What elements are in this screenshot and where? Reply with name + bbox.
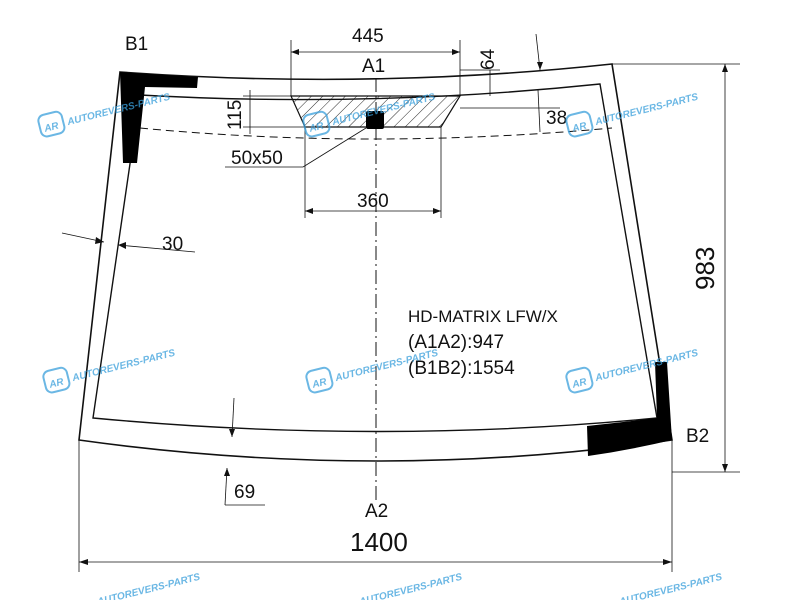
dim-983-label: 983 — [690, 247, 720, 290]
model-a1a2: (A1A2):947 — [408, 332, 504, 353]
black-frit-b1 — [120, 72, 198, 163]
watermark-text: AUTOREVERS-PARTS — [95, 572, 201, 600]
dim-69-label: 69 — [234, 482, 255, 503]
dim-115-label: 115 — [225, 100, 246, 130]
watermark-1: AR AUTOREVERS-PARTS — [37, 92, 172, 138]
dim-1400-label: 1400 — [350, 527, 408, 557]
label-b2: B2 — [686, 426, 709, 447]
watermark-3: AR AUTOREVERS-PARTS — [565, 92, 700, 138]
watermark-9: AUTOREVERS-PARTS — [617, 572, 723, 600]
dim-50x50-leader — [302, 127, 367, 168]
watermark-8: AUTOREVERS-PARTS — [357, 572, 463, 600]
dim-30-label: 30 — [162, 234, 183, 255]
watermark-text: AUTOREVERS-PARTS — [70, 348, 176, 385]
watermark-7: AUTOREVERS-PARTS — [95, 572, 201, 600]
watermark-text: AUTOREVERS-PARTS — [357, 572, 463, 600]
dim-445-label: 445 — [352, 26, 384, 47]
watermark-text: AUTOREVERS-PARTS — [65, 92, 171, 129]
dim-64-label: 64 — [478, 48, 499, 70]
watermark-logo: AR — [570, 376, 588, 391]
watermark-logo: AR — [310, 376, 328, 391]
dim-30-line — [117, 244, 196, 253]
watermark-text: AUTOREVERS-PARTS — [593, 92, 699, 129]
watermark-6: AR AUTOREVERS-PARTS — [565, 348, 700, 394]
model-name: HD-MATRIX LFW/X — [408, 307, 558, 326]
dim-50x50-label: 50x50 — [231, 148, 283, 169]
label-b1: B1 — [125, 34, 148, 55]
watermark-logo: AR — [307, 120, 325, 135]
label-a1: A1 — [362, 56, 385, 77]
watermark-logo: AR — [42, 120, 60, 135]
black-frit-b2 — [587, 362, 672, 456]
dim-360-label: 360 — [357, 191, 389, 212]
watermark-4: AR AUTOREVERS-PARTS — [42, 348, 177, 394]
dim-38-label: 38 — [546, 108, 567, 129]
watermark-text: AUTOREVERS-PARTS — [617, 572, 723, 600]
sensor-square — [366, 111, 384, 129]
watermark-logo: AR — [570, 120, 588, 135]
watermark-logo: AR — [47, 376, 65, 391]
dashed-shade-line — [139, 127, 613, 140]
label-a2: A2 — [365, 501, 388, 522]
model-b1b2: (B1B2):1554 — [408, 358, 515, 379]
